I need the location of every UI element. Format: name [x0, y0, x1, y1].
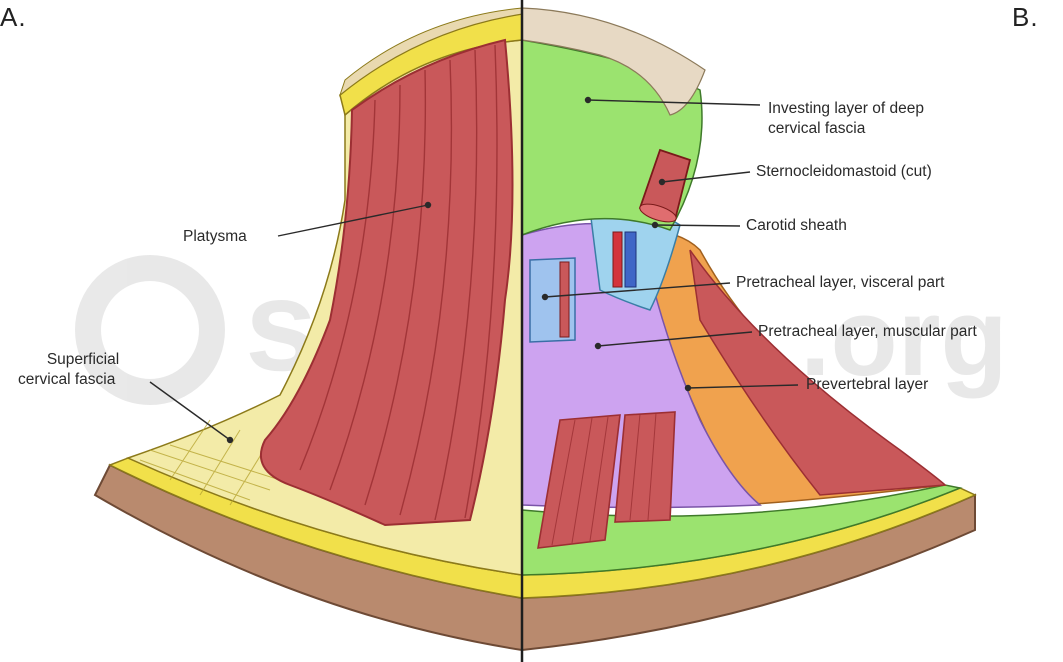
label-pretracheal-visceral: Pretracheal layer, visceral part — [736, 273, 944, 293]
panel-letter-a: A. — [0, 2, 27, 33]
label-prevertebral: Prevertebral layer — [806, 375, 928, 395]
trachea — [560, 262, 569, 337]
label-sternocleidomastoid: Sternocleidomastoid (cut) — [756, 162, 932, 182]
jugular-vein — [625, 232, 636, 287]
label-carotid-sheath: Carotid sheath — [746, 216, 847, 236]
label-superficial-fascia-line1: Superficial — [22, 350, 144, 370]
label-investing-line2: cervical fascia — [768, 119, 865, 139]
strap-muscle-2 — [615, 412, 675, 522]
panel-letter-b: B. — [1012, 2, 1039, 33]
label-investing-line1: Investing layer of deep — [768, 99, 924, 119]
carotid-artery — [613, 232, 622, 287]
label-superficial-fascia-line2: cervical fascia — [18, 370, 115, 390]
label-pretracheal-muscular: Pretracheal layer, muscular part — [758, 322, 977, 342]
label-platysma: Platysma — [183, 227, 247, 247]
